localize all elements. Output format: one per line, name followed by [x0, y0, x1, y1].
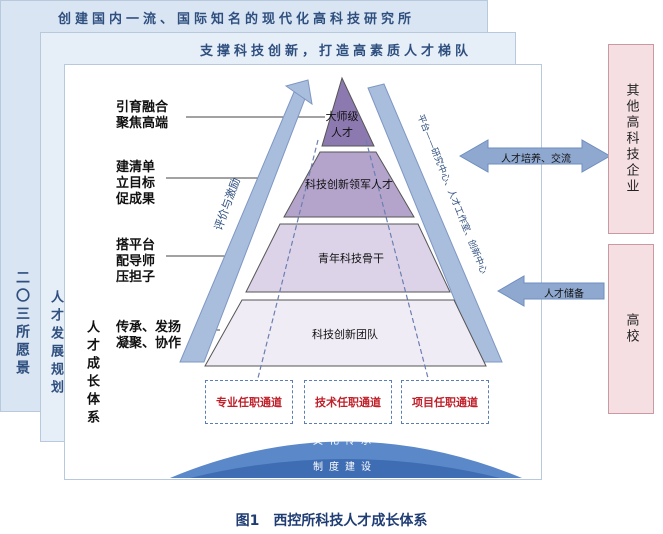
- tier-leader: [283, 151, 415, 218]
- reserve-arrow: [496, 275, 605, 307]
- vision-banner: 创建国内一流、国际知名的现代化高科技研究所: [58, 12, 416, 27]
- left-label-2-l1: 建清单: [116, 160, 156, 175]
- tier-master: [321, 76, 375, 147]
- channel-project: 项目任职通道: [401, 380, 489, 424]
- left-label-4-l2: 凝聚、协作: [116, 336, 182, 351]
- dash-left: [257, 139, 319, 379]
- exchange-label: 人才培养、交流: [501, 154, 571, 165]
- evaluation-arrow-head: [284, 79, 313, 106]
- tier-master-label: 大师级人才: [325, 110, 359, 139]
- tier-team-label: 科技创新团队: [312, 328, 378, 341]
- left-label-2-l3: 促成果: [116, 192, 156, 207]
- reserve-label: 人才储备: [544, 289, 584, 300]
- left-label-3-l2: 配导师: [116, 254, 156, 269]
- strategy-banner: 支撑科技创新，打造高素质人才梯队: [200, 44, 473, 59]
- tier-team: [204, 299, 487, 367]
- dash-right: [365, 139, 429, 379]
- left-label-1-l1: 引育融合: [116, 100, 169, 115]
- tier-young-label: 青年科技骨干: [318, 252, 384, 265]
- school-box: 高校: [608, 244, 654, 414]
- channel-professional: 专业任职通道: [205, 380, 293, 424]
- culture-label: 文化传承: [313, 436, 377, 447]
- left-label-3-l3: 压担子: [116, 270, 156, 285]
- left-label-4-l1: 传承、发扬: [116, 320, 182, 335]
- left-label-1: 引育融合聚焦高端: [116, 100, 168, 132]
- figure-caption: 图1 西控所科技人才成长体系: [235, 513, 428, 529]
- plan-vertical-label: 人才发展规划: [48, 290, 63, 398]
- system-vertical-label: 人才成长体系: [84, 320, 99, 428]
- left-label-2: 建清单立目标促成果: [116, 160, 155, 208]
- tier-leader-label: 科技创新领军人才: [305, 178, 393, 191]
- channel-technical: 技术任职通道: [304, 380, 392, 424]
- vision-vertical-label: 二〇三所愿景: [14, 270, 30, 378]
- platform-band: [367, 83, 503, 363]
- left-label-1-l2: 聚焦高端: [116, 116, 169, 131]
- left-label-3-l1: 搭平台: [116, 238, 156, 253]
- left-label-2-l2: 立目标: [116, 176, 156, 191]
- left-label-3: 搭平台配导师压担子: [116, 238, 155, 286]
- enterprise-box: 其他高科技企业: [608, 44, 654, 234]
- system-arc: [190, 459, 500, 478]
- tier-young: [245, 223, 451, 293]
- system-label: 制度建设: [313, 462, 377, 473]
- left-label-4: 传承、发扬凝聚、协作: [116, 320, 181, 352]
